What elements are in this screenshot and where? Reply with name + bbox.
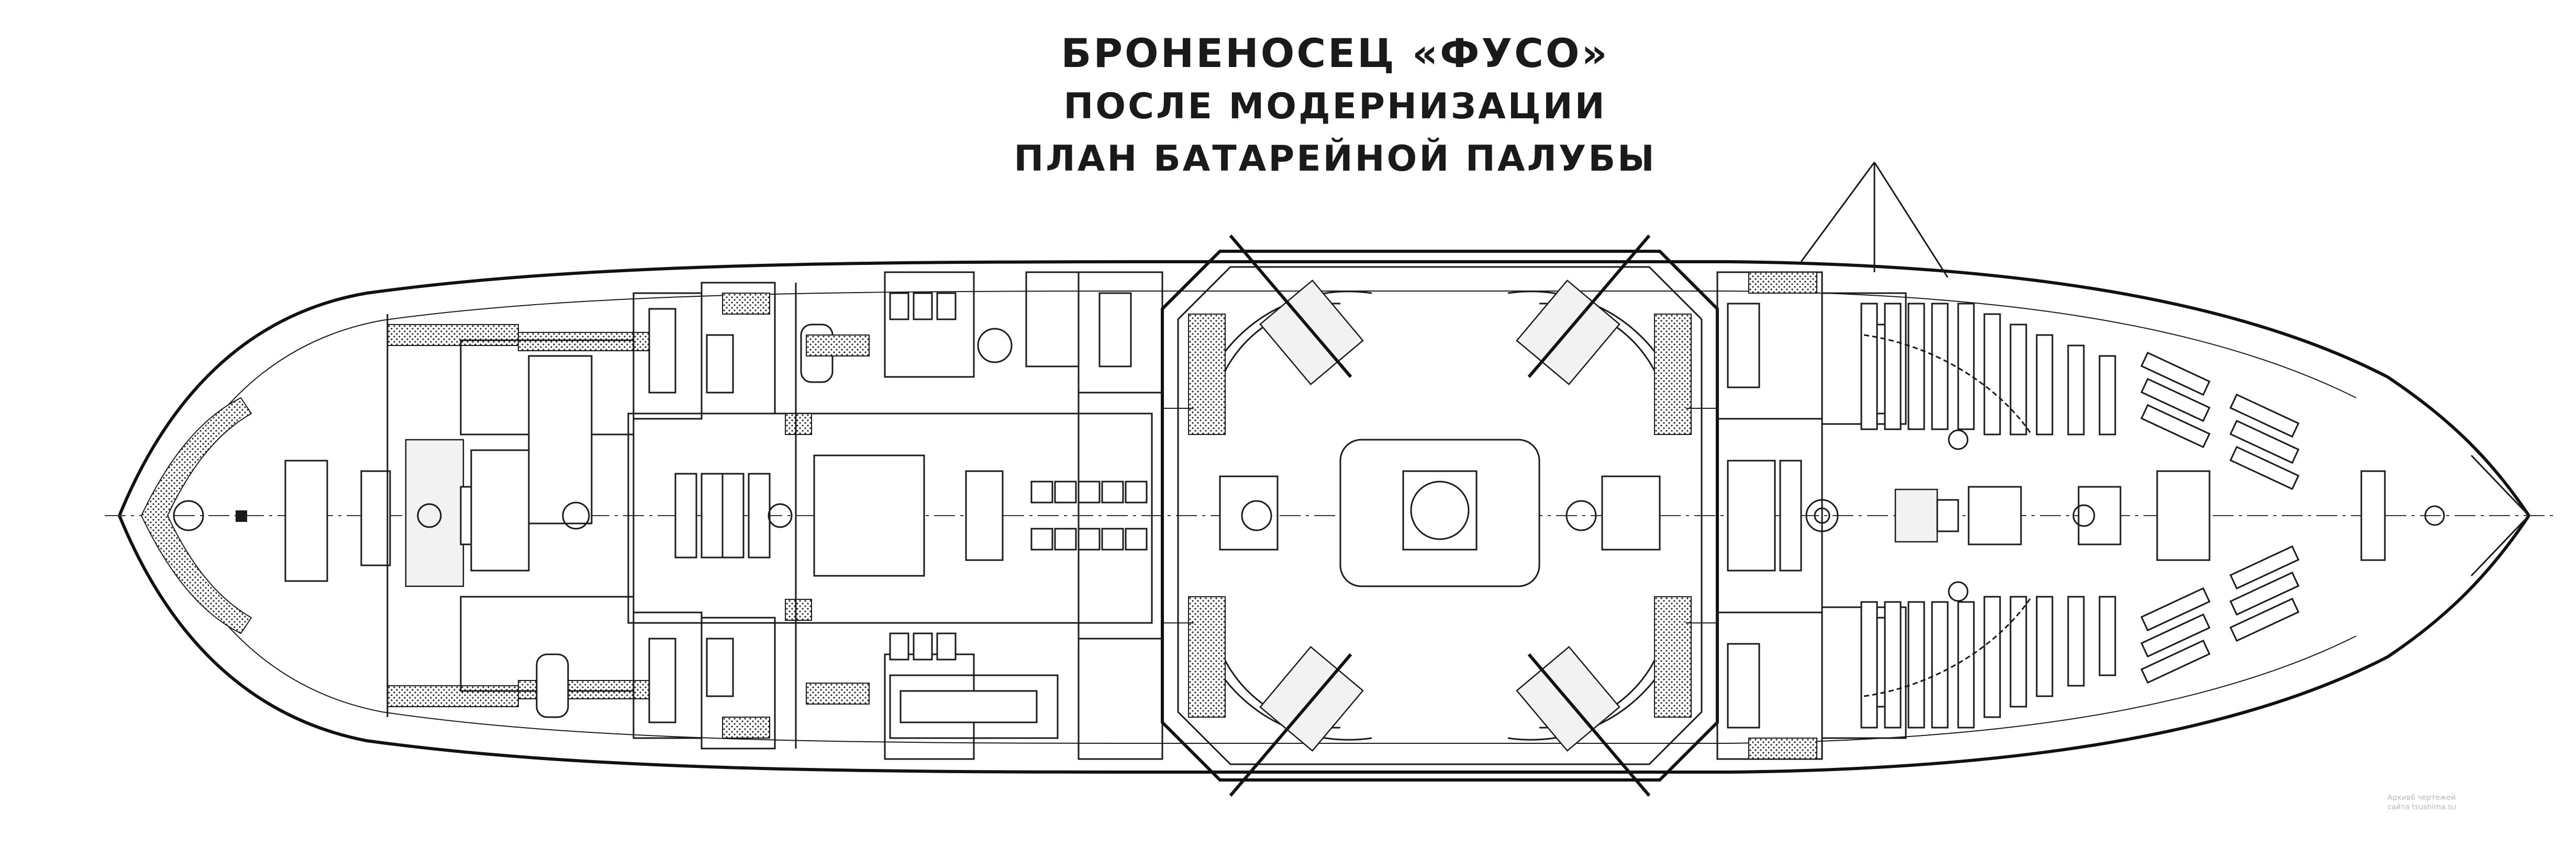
watermark-line1: Архив6 чертежей	[2388, 794, 2456, 802]
central-citadel	[1161, 235, 1719, 797]
gun-mount-fwd-starboard	[1507, 235, 1692, 435]
title-ship-name: БРОНЕНОСЕЦ «ФУСО»	[1061, 30, 1609, 76]
forward-cabins	[460, 282, 834, 750]
stern-racks	[2140, 351, 2445, 684]
title-plan-name: ПЛАН БАТАРЕЙНОЙ ПАЛУБЫ	[1014, 138, 1657, 180]
mess-benches-forward	[1030, 481, 1148, 551]
gun-mount-aft-starboard	[1507, 596, 1692, 797]
title-block: БРОНЕНОСЕЦ «ФУСО» ПОСЛЕ МОДЕРНИЗАЦИИ ПЛА…	[995, 26, 1675, 185]
hull-outline	[118, 260, 2530, 774]
bow-structure	[140, 324, 655, 707]
bulkheads	[386, 272, 1823, 759]
watermark-line2: сайта tsushima.su	[2388, 803, 2457, 811]
gun-mount-fwd-port	[1188, 235, 1372, 435]
gun-mount-aft-port	[1188, 596, 1372, 797]
title-subtitle: ПОСЛЕ МОДЕРНИЗАЦИИ	[1063, 86, 1607, 127]
stern-rigging	[1800, 162, 2530, 577]
aft-bench-rows	[1860, 303, 2116, 729]
forward-machinery	[627, 271, 1163, 760]
watermark: Архив6 чертежей сайта tsushima.su	[2388, 793, 2477, 812]
